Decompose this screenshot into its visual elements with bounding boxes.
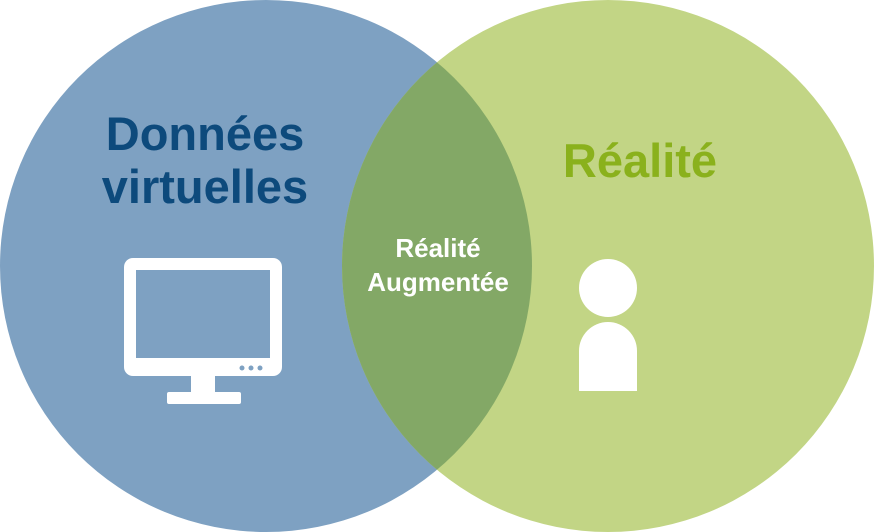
reality-label: Réalité [530,134,750,188]
virtual-data-label-line1: Données [105,107,305,160]
person-icon [579,259,637,391]
augmented-reality-label-line1: Réalité [395,233,481,263]
virtual-data-label: Données virtuelles [60,107,350,213]
augmented-reality-label-line2: Augmentée [367,266,509,297]
computer-monitor-icon [124,258,282,404]
augmented-reality-label: Réalité Augmentée [340,232,536,300]
reality-label-text: Réalité [562,134,718,187]
augmented-reality-overlap [342,0,532,532]
virtual-data-label-line2: virtuelles [101,159,309,213]
